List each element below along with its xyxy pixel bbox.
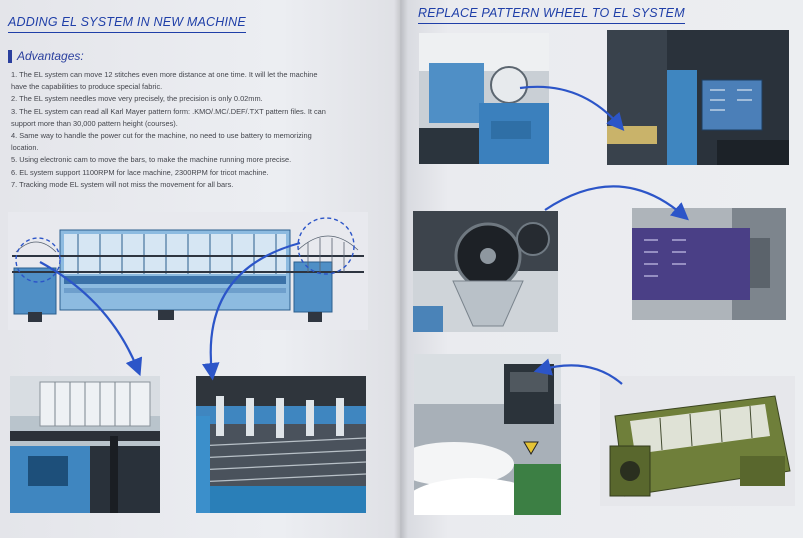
fabric-roll-image [414, 354, 561, 515]
list-item: have the capabilities to produce special… [11, 82, 163, 92]
page-fold [394, 0, 408, 538]
list-item: 5. Using electronic cam to move the bars… [11, 155, 292, 165]
pattern-wheel-image [419, 33, 549, 164]
cam-wheel-image [413, 211, 558, 332]
list-item: 3. The EL system can read all Karl Mayer… [11, 106, 326, 116]
list-item: 4. Same way to handle the power cut for … [11, 131, 312, 141]
machine-overview-image [8, 212, 368, 330]
el-box-installed-image [607, 30, 789, 165]
advantages-title: Advantages: [17, 49, 84, 63]
list-item: 7. Tracking mode EL system will not miss… [11, 179, 234, 189]
green-machine-image [600, 376, 795, 506]
detail-image-right [196, 376, 366, 513]
advantages-marker [8, 50, 12, 63]
list-item: location. [11, 143, 39, 153]
list-item: 6. EL system support 1100RPM for lace ma… [11, 167, 269, 177]
title-underline [8, 32, 246, 33]
el-panel-image [632, 208, 786, 320]
list-item: support more than 30,000 pattern height … [11, 118, 178, 128]
advantages-list: 1. The EL system can move 12 stitches ev… [11, 69, 383, 191]
list-item: 2. The EL system needles move very preci… [11, 94, 263, 104]
left-page-title-text: ADDING EL SYSTEM IN NEW MACHINE [8, 15, 246, 29]
title-underline [418, 23, 685, 24]
right-page-title: REPLACE PATTERN WHEEL TO EL SYSTEM [418, 6, 685, 24]
detail-image-left [10, 376, 160, 513]
left-page-title: ADDING EL SYSTEM IN NEW MACHINE [8, 15, 246, 33]
list-item: 1. The EL system can move 12 stitches ev… [11, 70, 318, 79]
right-page-title-text: REPLACE PATTERN WHEEL TO EL SYSTEM [418, 6, 685, 20]
